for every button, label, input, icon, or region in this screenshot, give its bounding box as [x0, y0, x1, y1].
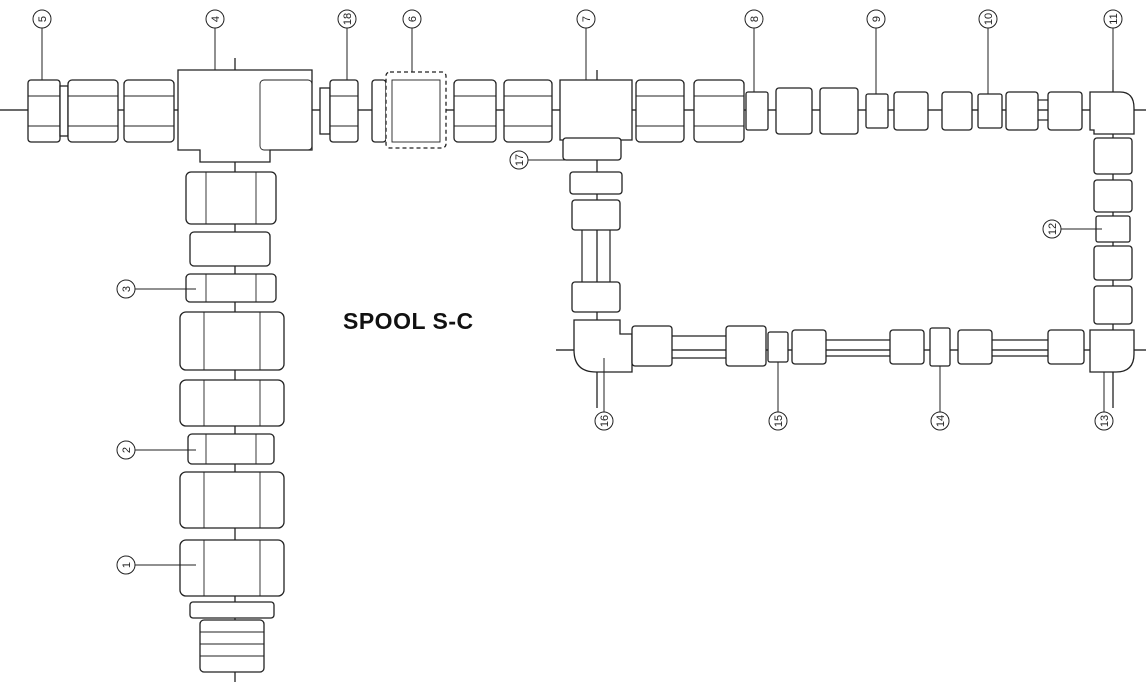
callout-8-label: 8	[749, 16, 761, 22]
callout-15-label: 15	[773, 415, 785, 427]
callout-8: 8	[744, 9, 764, 92]
callout-2-label: 2	[121, 447, 133, 453]
callout-17: 17	[509, 150, 580, 170]
loop-right-leg	[1093, 137, 1133, 325]
callout-3: 3	[116, 279, 196, 299]
tee-body	[177, 69, 313, 163]
elbow-11	[1089, 91, 1135, 135]
callout-18-label: 18	[342, 13, 354, 25]
callout-7: 7	[576, 9, 596, 80]
callout-5-label: 5	[37, 16, 49, 22]
callout-2: 2	[116, 440, 196, 460]
callout-13-label: 13	[1099, 415, 1111, 427]
callout-4-label: 4	[210, 16, 222, 22]
callout-6: 6	[402, 9, 422, 72]
callout-12: 12	[1042, 219, 1102, 239]
callout-16-label: 16	[599, 415, 611, 427]
callout-18: 18	[337, 9, 357, 80]
callout-7-label: 7	[581, 16, 593, 22]
loop-left-leg	[569, 171, 633, 373]
callout-14: 14	[930, 366, 950, 431]
callout-15: 15	[768, 362, 788, 431]
callout-13: 13	[1094, 372, 1114, 431]
elbow-16	[573, 319, 633, 373]
callout-4: 4	[205, 9, 225, 70]
callout-10-label: 10	[983, 13, 995, 25]
callout-14-label: 14	[935, 415, 947, 427]
elbow-13	[1089, 329, 1135, 373]
callout-5: 5	[32, 9, 52, 80]
callout-10: 10	[978, 9, 998, 94]
callout-17-label: 17	[514, 154, 526, 166]
callout-16: 16	[594, 358, 614, 431]
callout-11-label: 11	[1108, 13, 1120, 24]
loop-bottom-run	[631, 325, 1135, 373]
spool-title: SPOOL S-C	[343, 308, 474, 334]
callouts: 5 4 18 6 7 8 9 10 11 17 3 2 1 12 16 15 1…	[32, 9, 1123, 575]
callout-1-label: 1	[121, 562, 133, 568]
vertical-branch	[179, 171, 285, 673]
callout-6-label: 6	[407, 16, 419, 22]
callout-11: 11	[1103, 9, 1123, 92]
callout-3-label: 3	[121, 286, 133, 292]
main-horizontal-run	[27, 69, 1135, 163]
callout-9-label: 9	[871, 16, 883, 22]
callout-1: 1	[116, 555, 196, 575]
callout-12-label: 12	[1047, 223, 1059, 235]
callout-9: 9	[866, 9, 886, 94]
